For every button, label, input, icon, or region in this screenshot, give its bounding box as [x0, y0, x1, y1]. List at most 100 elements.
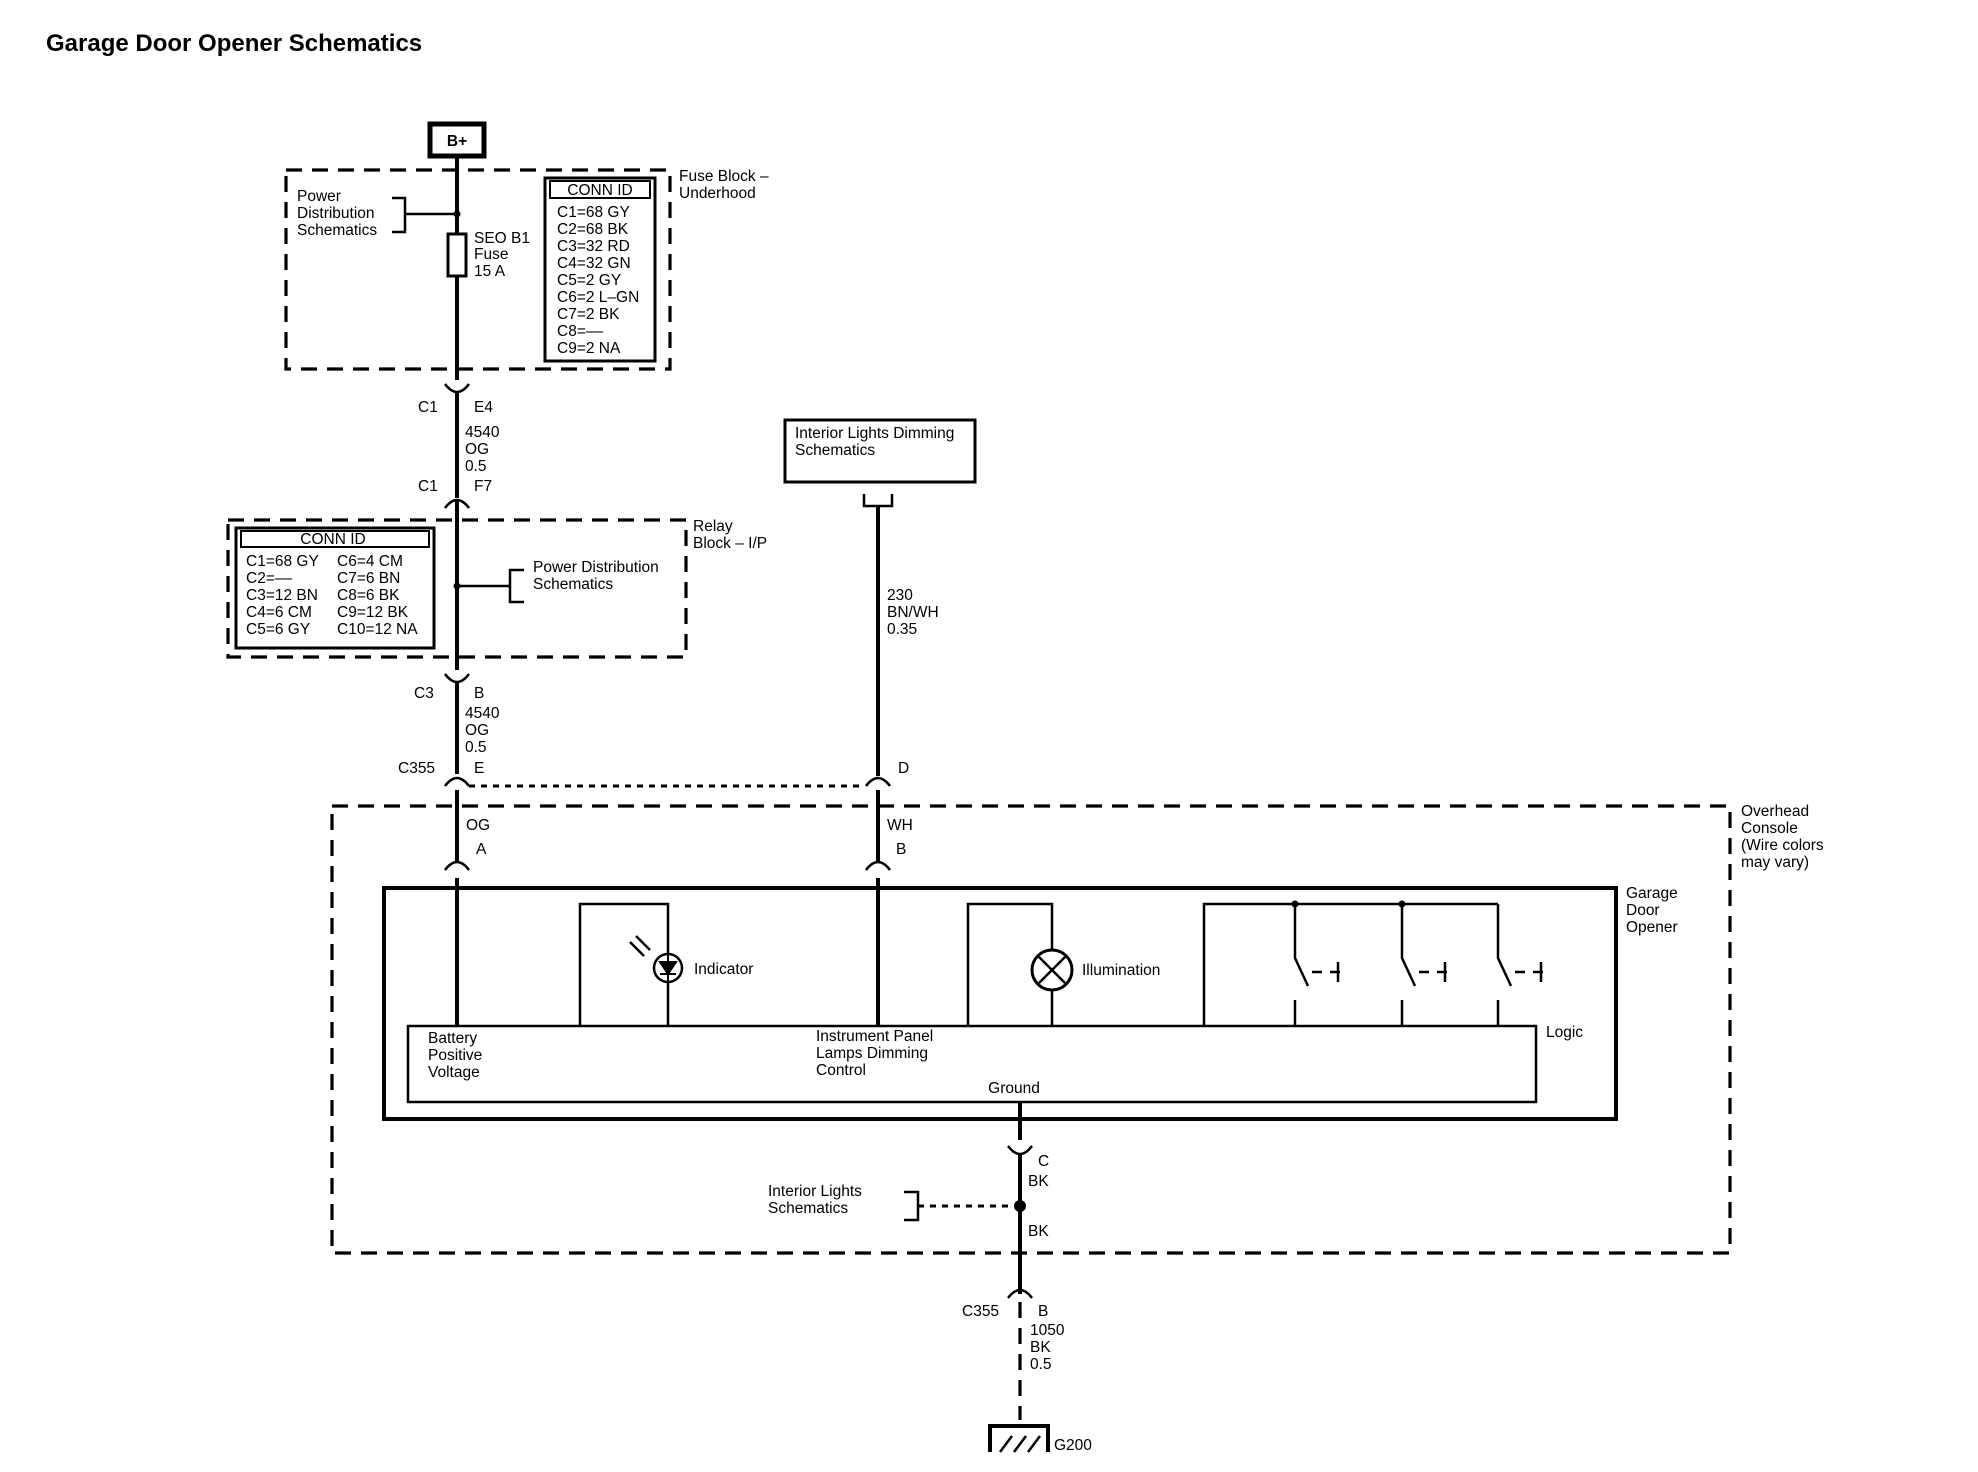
console-entry-wires [455, 790, 880, 862]
battery-label-2: Positive [428, 1047, 482, 1064]
wire1-color: OG [465, 441, 489, 458]
fuse-symbol [446, 232, 468, 278]
battery-positive-source: B+ [427, 121, 487, 159]
conn-row: C2=68 BK [557, 221, 629, 238]
pin-e4: E4 [474, 399, 493, 416]
conn-id-title: CONN ID [567, 182, 632, 199]
interior-lights-ref-2: Schematics [768, 1200, 848, 1217]
conn-row: C5=2 GY [557, 272, 621, 289]
dimming-gauge: 0.35 [887, 621, 917, 638]
interior-lights-bracket [904, 1190, 920, 1222]
bk-label-1: BK [1028, 1173, 1049, 1190]
fuse-label-3: 15 A [474, 263, 506, 280]
pin-b: B [474, 685, 484, 702]
dimming-schematics-box [783, 418, 977, 484]
og-label: OG [466, 817, 490, 834]
connector-c355-e [444, 776, 470, 787]
dimming-color: BN/WH [887, 604, 939, 621]
ground-label: Ground [988, 1080, 1040, 1097]
gdo-label-3: Opener [1626, 919, 1678, 936]
garage-door-opener-module [382, 886, 1618, 1121]
ipl-label-3: Control [816, 1062, 866, 1079]
fuse-label-2: Fuse [474, 246, 508, 263]
conn-row: C4=6 CM [246, 604, 312, 621]
switch-2-icon [1400, 904, 1447, 1026]
conn-id-title: CONN ID [300, 531, 365, 548]
conn-row: C10=12 NA [337, 621, 418, 638]
conn-c1-bottom: C1 [418, 478, 438, 495]
relay-block-label-2: Block – I/P [693, 535, 767, 552]
page-title: Garage Door Opener Schematics [46, 30, 422, 57]
conn-c3: C3 [414, 685, 434, 702]
battery-label-3: Voltage [428, 1064, 480, 1081]
pin-f7: F7 [474, 478, 492, 495]
wire1-circuit: 4540 [465, 424, 500, 441]
ipl-label-2: Lamps Dimming [816, 1045, 928, 1062]
fuse-block-label-1: Fuse Block – [679, 168, 769, 185]
console-label-1: Overhead [1741, 803, 1809, 820]
conn-c355-bottom: C355 [962, 1303, 999, 1320]
conn-row: C8=6 BK [337, 587, 400, 604]
switch-1-icon [1293, 904, 1340, 1026]
ground-circuit: 1050 [1030, 1322, 1065, 1339]
connector-a [444, 860, 470, 871]
module-internal-wires [455, 878, 880, 1026]
fuse-label-1: SEO B1 [474, 230, 530, 247]
wire2-color: OG [465, 722, 489, 739]
connector-c3-b [444, 673, 470, 684]
connector-c355-d [865, 776, 891, 787]
conn-row: C3=12 BN [246, 587, 318, 604]
wire1-gauge: 0.5 [465, 458, 487, 475]
dimming-connector [862, 494, 894, 508]
conn-row: C2=–– [246, 570, 292, 587]
lamp-cross-icon [1037, 955, 1067, 985]
ground-gauge: 0.5 [1030, 1356, 1052, 1373]
pin-e: E [474, 760, 484, 777]
conn-row: C7=6 BN [337, 570, 400, 587]
conn-row: C5=6 GY [246, 621, 310, 638]
console-label-2: Console [1741, 820, 1798, 837]
logic-block [406, 1024, 1538, 1104]
connector-b [865, 860, 891, 871]
logic-label: Logic [1546, 1024, 1583, 1041]
illumination-label: Illumination [1082, 962, 1160, 979]
relay-block-conn-id-table: CONN ID C1=68 GY C2=–– C3=12 BN C4=6 CM … [234, 526, 436, 650]
power-dist-bracket-top [392, 196, 457, 234]
pin-a: A [476, 841, 487, 858]
wh-label: WH [887, 817, 913, 834]
conn-row: C3=32 RD [557, 238, 630, 255]
power-dist-ref-3: Schematics [297, 222, 377, 239]
splice-dot [1014, 1200, 1026, 1212]
dimming-circuit: 230 [887, 587, 913, 604]
indicator-label: Indicator [694, 961, 753, 978]
light-emission-icon [629, 935, 651, 957]
switch-bus [1202, 902, 1498, 1026]
conn-row: C6=2 L–GN [557, 289, 639, 306]
conn-c1-top: C1 [418, 399, 438, 416]
pin-c: C [1038, 1153, 1049, 1170]
b-plus-label: B+ [447, 133, 467, 150]
battery-label-1: Battery [428, 1030, 477, 1047]
power-dist-ref-2: Distribution [297, 205, 375, 222]
conn-row: C7=2 BK [557, 306, 620, 323]
pin-b-ground: B [1038, 1303, 1048, 1320]
gdo-label-1: Garage [1626, 885, 1678, 902]
conn-row: C8=–– [557, 323, 603, 340]
overhead-console-boundary [330, 804, 1732, 1255]
conn-c355-top: C355 [398, 760, 435, 777]
diode-icon [658, 955, 678, 981]
conn-row: C9=2 NA [557, 340, 621, 357]
ground-icon [988, 1424, 1050, 1453]
bk-label-2: BK [1028, 1223, 1049, 1240]
power-dist-ref-relay-2: Schematics [533, 576, 613, 593]
fuse-block-label-2: Underhood [679, 185, 756, 202]
console-label-3: (Wire colors [1741, 837, 1824, 854]
conn-row: C4=32 GN [557, 255, 631, 272]
ipl-label-1: Instrument Panel [816, 1028, 933, 1045]
relay-block-label-1: Relay [693, 518, 733, 535]
interior-lights-ref-1: Interior Lights [768, 1183, 862, 1200]
power-dist-bracket-relay [457, 568, 524, 604]
conn-row: C1=68 GY [557, 204, 630, 221]
pin-b-console: B [896, 841, 906, 858]
